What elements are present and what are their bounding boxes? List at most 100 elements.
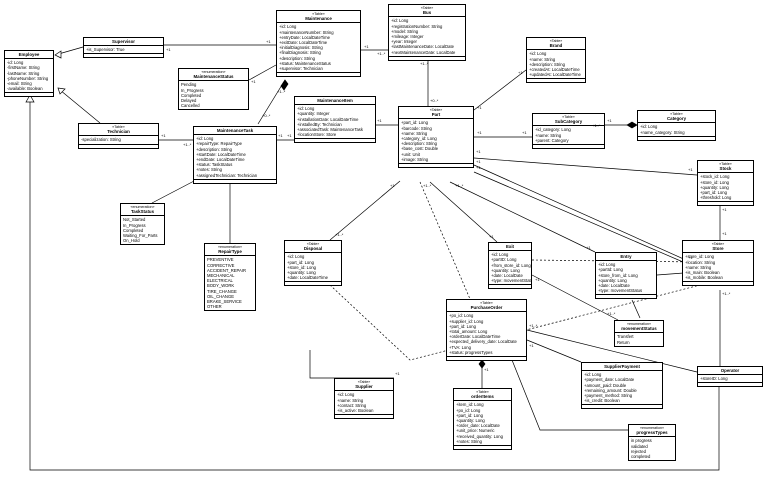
supplier-class[interactable]: «Table»Supplier +id: Long +name: String … xyxy=(334,378,394,420)
attribute: -phoneNumber: String xyxy=(7,75,49,81)
multiplicity-label: +1..* xyxy=(183,142,192,147)
stereotype: «enumeration» xyxy=(627,322,651,326)
multiplicity-label: +1..* xyxy=(335,232,344,237)
category-class[interactable]: «Table»Category +id: Long +name_category… xyxy=(637,110,716,141)
attribute: +category_id: Long xyxy=(401,135,437,141)
attribute: +store_from_id: Long xyxy=(598,272,638,278)
multiplicity-label: +1 xyxy=(518,70,523,75)
attribute: +date: LocalDate xyxy=(598,282,630,288)
attribute: -lastName: String xyxy=(7,70,40,76)
attribute: +updatedAt: LocalDateTime xyxy=(529,72,581,78)
enum-literal: Cancelled xyxy=(181,103,200,109)
task-status-enum[interactable]: «enumeration»TaskStatus Not_Started In_P… xyxy=(120,203,165,246)
entry-class[interactable]: Entry +id: Long +partId: Long +store_fro… xyxy=(595,252,657,300)
attribute: +remaining_amount: Double xyxy=(584,387,637,393)
class-name: Operator xyxy=(720,368,740,373)
stereotype: «enumeration» xyxy=(130,205,155,209)
class-name: MaintenanceStatus xyxy=(193,74,234,80)
purchase-order-class[interactable]: «Table»PurchaseOrder +po_id: Long +suppl… xyxy=(446,299,527,361)
class-name: Brand xyxy=(549,43,563,49)
subcategory-class[interactable]: «Table»SubCategory +id_category: Long +n… xyxy=(532,113,605,149)
attribute: +name: String xyxy=(529,56,556,62)
multiplicity-label: +1 xyxy=(477,105,482,110)
attribute: +part_id: Long xyxy=(700,189,727,195)
class-name: SubCategory xyxy=(554,119,583,125)
maintenance-task-class[interactable]: MaintenanceTask +id: Long +repairType: R… xyxy=(193,126,277,184)
attribute: +description: String xyxy=(529,61,565,67)
movement-status-enum[interactable]: «enumeration»movementStatus Transfert Re… xyxy=(614,320,664,347)
attribute: +quantity: Long xyxy=(287,269,316,275)
exit-class[interactable]: Exit +id: Long +partID: Long +from_store… xyxy=(488,242,532,290)
enum-literal: Delayed xyxy=(181,97,197,103)
enum-literal: Return xyxy=(617,339,630,345)
multiplicity-label: +1 xyxy=(722,231,727,236)
supervisor-class[interactable]: Supervisor +is_Supervisor: True xyxy=(83,37,164,59)
bus-class[interactable]: «Table»Bus +id: Long +registrationNumber… xyxy=(388,4,466,61)
attribute: +part_id: Long xyxy=(287,259,314,265)
attribute: +id: Long xyxy=(640,124,658,130)
attribute: +quantity: Integer xyxy=(297,111,330,117)
stock-class[interactable]: «Table»Stock +stock_id: Long +store_id: … xyxy=(697,160,754,207)
brand-class[interactable]: «Table»Brand +id: Long +name: String +de… xyxy=(526,37,586,84)
attribute: +model: String xyxy=(391,28,419,34)
stereotype: «Table» xyxy=(480,301,493,305)
employee-class[interactable]: Employee -id: Long -firstName: String -l… xyxy=(4,50,54,98)
attribute: +mileage: Integer xyxy=(391,33,424,39)
multiplicity-label: +1 xyxy=(287,133,292,138)
maintenance-item-class[interactable]: MaintenanceItem +id: Long +quantity: Int… xyxy=(294,96,376,144)
attribute: +id: Long xyxy=(279,24,297,30)
attribute: +notes: String xyxy=(196,167,222,173)
attribute: +id_category: Long xyxy=(535,127,571,133)
multiplicity-label: +1 xyxy=(364,44,369,49)
class-name: Bus xyxy=(422,10,432,16)
attribute: +location: String xyxy=(685,259,716,265)
maintenance-status-enum[interactable]: «enumeration»MaintenanceStatus Pending I… xyxy=(178,68,249,111)
enum-literal: On_Hold xyxy=(123,238,140,244)
class-name: Disposal xyxy=(303,246,323,252)
stereotype: «Table» xyxy=(670,112,683,116)
enum-literal: TIRE_CHANGE xyxy=(207,288,237,294)
attribute: +description: String xyxy=(196,146,232,152)
attribute: +id: Long xyxy=(297,106,315,112)
multiplicity-label: +1 xyxy=(489,234,494,239)
operator-class[interactable]: Operator +storeID: Long xyxy=(697,366,763,388)
enum-literal: Transfert xyxy=(617,334,634,340)
attribute: +part_id: Long xyxy=(449,323,476,329)
stereotype: «enumeration» xyxy=(201,70,226,74)
progress-types-enum[interactable]: «enumeration»progressTypes in progress v… xyxy=(628,424,676,462)
class-name: Technician xyxy=(107,129,130,135)
attribute: +threshold: Long xyxy=(700,195,732,201)
store-class[interactable]: «Table»Store +store_id: Long +location: … xyxy=(682,240,754,287)
attribute: +part_id: Long xyxy=(401,120,428,126)
repair-type-enum[interactable]: «enumeration»RepairType PREVENTIVE CORRE… xyxy=(204,243,256,312)
part-class[interactable]: «Table»Part +part_id: Long +barcode: Str… xyxy=(398,106,474,168)
attribute: +orderDate: LocalDateTime xyxy=(449,334,501,340)
attribute: +locationStore: Store xyxy=(297,132,337,138)
attribute: +quantity: Long xyxy=(700,184,729,190)
maintenance-class[interactable]: «Table»Maintenance +id: Long +maintenanc… xyxy=(276,10,361,78)
supplier-payment-class[interactable]: SupplierPayment +id: Long +payment_date:… xyxy=(581,362,663,410)
attribute: +stock_id: Long xyxy=(700,174,730,180)
multiplicity-label: +1 xyxy=(522,130,527,135)
attribute: +amount_paid: Double xyxy=(584,382,627,388)
enum-literal: CORRECTIVE xyxy=(207,262,235,268)
attribute: +description: String xyxy=(401,141,437,147)
stereotype: «Table» xyxy=(719,162,732,166)
attribute: +id: Long xyxy=(491,252,509,258)
class-name: Employee xyxy=(18,52,40,57)
attribute: +is_credit: Boolean xyxy=(584,398,620,404)
attribute: +id: Long xyxy=(337,392,355,398)
attribute: +id: Long xyxy=(529,51,547,57)
multiplicity-label: +1 xyxy=(161,133,166,138)
attribute: +po_id: Long xyxy=(456,407,481,413)
enum-literal: Completed xyxy=(181,92,202,98)
attribute: +nextMaintenanceDate: LocalDate xyxy=(391,49,456,55)
attribute: +status: MaintenanceStatus xyxy=(279,60,331,66)
attribute: +type: movementStatus xyxy=(491,278,531,284)
order-items-class[interactable]: «Table»orderItems +item_id: Long +po_id:… xyxy=(453,388,512,450)
disposal-class[interactable]: «Table»Disposal +id: Long +part_id: Long… xyxy=(284,240,342,287)
technician-class[interactable]: «Table»Technician -specialization: Strin… xyxy=(78,123,159,149)
multiplicity-label: +1 xyxy=(377,118,382,123)
multiplicity-label: +1 xyxy=(278,133,283,138)
multiplicity-label: +1 xyxy=(535,277,540,282)
